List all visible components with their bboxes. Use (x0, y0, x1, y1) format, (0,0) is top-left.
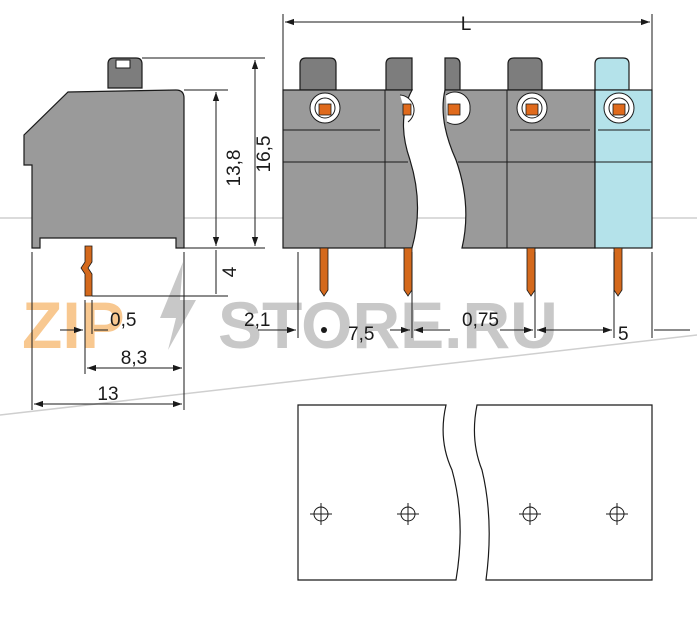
front-pin-2 (403, 247, 413, 297)
front-lever-1 (299, 57, 337, 91)
side-dimensions: 13,8 16,5 4 0,5 8,3 13 (31, 57, 275, 410)
dim-depth: 13 (97, 384, 118, 405)
side-lever-slot (115, 59, 131, 69)
side-housing (23, 89, 185, 249)
release-button-end (612, 103, 626, 116)
front-pin-1 (319, 247, 329, 297)
watermark: ZIP STORE.RU (0, 217, 697, 416)
side-view (23, 57, 185, 297)
drill-hole-icon (519, 503, 541, 525)
release-button-4 (525, 103, 539, 116)
footprint-left (297, 404, 461, 581)
dim-height-body: 13,8 (224, 150, 245, 187)
front-lever-end (594, 57, 630, 91)
dim-length: L (461, 14, 472, 35)
dim-pin-length: 4 (220, 266, 241, 277)
release-button-1 (318, 103, 332, 116)
dim-first-pin: 2,1 (244, 310, 270, 331)
front-lever-3 (444, 57, 461, 91)
dim-height-total: 16,5 (254, 136, 275, 173)
dim-pin-offset: 0,5 (110, 310, 136, 331)
release-button-3 (447, 103, 461, 116)
clamp-3 (445, 91, 471, 125)
footprint (297, 404, 653, 581)
front-view (282, 57, 653, 297)
dim-gap: 0,75 (462, 310, 499, 331)
front-housing-left (282, 89, 419, 249)
front-dimensions: L 2,1 7,5 0,75 5 (244, 14, 690, 345)
drill-hole-icon (606, 503, 628, 525)
release-button-2 (402, 103, 412, 116)
watermark-store: STORE.RU (218, 288, 558, 362)
footprint-right (473, 404, 653, 581)
dim-pin-to-back: 8,3 (121, 348, 147, 369)
clamp-4 (516, 92, 548, 124)
lightning-bolt-icon (160, 262, 196, 350)
clamp-end (603, 92, 635, 124)
front-lever-4 (507, 57, 543, 91)
watermark-zip: ZIP (22, 288, 125, 362)
dim-end-pitch: 5 (618, 324, 629, 345)
pitch-origin-dot (321, 327, 327, 333)
clamp-2 (399, 94, 415, 123)
front-pin-end (613, 247, 623, 297)
dim-pitch: 7,5 (348, 324, 374, 345)
drill-hole-icon (310, 503, 332, 525)
drill-hole-icon (397, 503, 419, 525)
front-pin-3 (526, 247, 536, 297)
clamp-1 (309, 92, 341, 124)
front-lever-2 (385, 57, 413, 91)
